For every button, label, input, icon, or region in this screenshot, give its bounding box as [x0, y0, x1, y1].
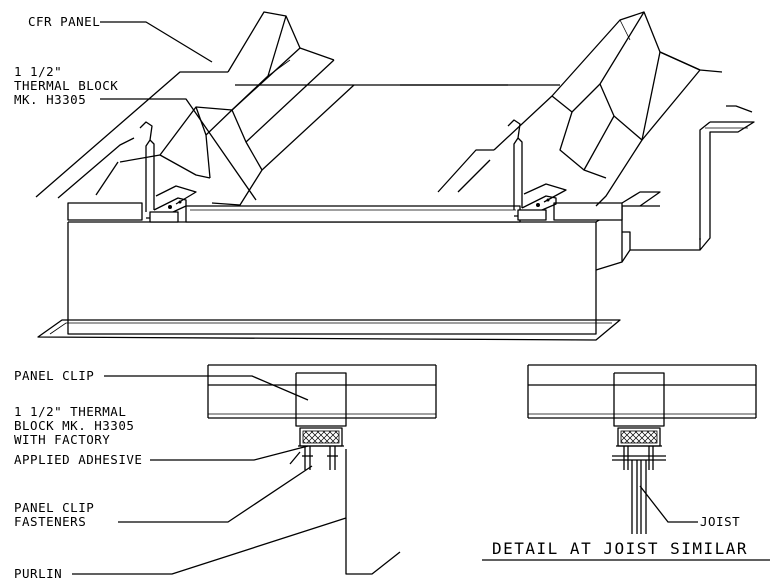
leader-fasteners	[118, 465, 313, 523]
leader-thermal-block	[100, 98, 257, 201]
label-tb-adhesive-1: 1 1/2" THERMAL	[14, 404, 126, 419]
leader-cfr-panel	[100, 21, 213, 63]
isometric-view	[35, 11, 755, 341]
label-panel-clip: PANEL CLIP	[14, 368, 94, 383]
label-tb-adhesive-2: BLOCK MK. H3305	[14, 418, 134, 433]
purlin-web	[67, 221, 597, 335]
labels: CFR PANEL 1 1/2" THERMAL BLOCK MK. H3305…	[14, 14, 748, 578]
label-thermal-block-3: MK. H3305	[14, 92, 86, 107]
leader-purlin	[72, 517, 347, 575]
label-fasteners-1: PANEL CLIP	[14, 500, 94, 515]
purlin-right-extension	[595, 105, 755, 271]
leader-panel-clip	[104, 375, 309, 401]
cfr-panel-rib-left	[35, 11, 355, 206]
label-tb-adhesive-3: WITH FACTORY	[14, 432, 110, 447]
joist-section-detail	[527, 364, 757, 534]
label-tb-adhesive-4: APPLIED ADHESIVE	[14, 452, 142, 467]
leader-joist	[639, 485, 698, 523]
label-thermal-block-2: THERMAL BLOCK	[14, 78, 118, 93]
purlin-bottom-flange	[37, 319, 621, 341]
purlin-section-detail	[207, 364, 437, 575]
label-joist: JOIST	[700, 514, 740, 529]
label-detail-title: DETAIL AT JOIST SIMILAR	[492, 539, 748, 558]
leader-thermal-adhesive	[150, 445, 309, 461]
panel-clip-right	[507, 119, 567, 221]
label-purlin: PURLIN	[14, 566, 62, 578]
label-fasteners-2: FASTENERS	[14, 514, 86, 529]
panel-clip-left	[139, 121, 197, 223]
cfr-panel-rib-right	[437, 11, 723, 207]
leader-lines	[72, 21, 770, 575]
label-thermal-block-1: 1 1/2"	[14, 64, 62, 79]
label-cfr-panel: CFR PANEL	[28, 14, 100, 29]
thermal-block-bars	[67, 191, 661, 223]
